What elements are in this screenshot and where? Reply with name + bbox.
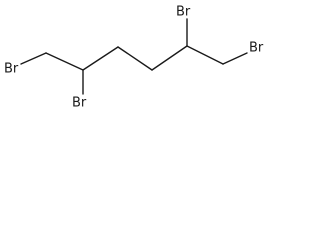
bond-c5-c6	[186, 45, 224, 65]
molecule-structure: Br Br Br Br	[4, 5, 264, 111]
bond-br1-c1	[20, 52, 47, 65]
bond-c3-c4	[117, 46, 153, 71]
bond-c6-br4	[222, 52, 248, 65]
bond-c4-c5	[151, 45, 188, 71]
bond-c1-c2	[45, 52, 84, 71]
bond-c2-c3	[82, 46, 119, 71]
atom-br2-label: Br	[72, 96, 87, 111]
atom-br1-label: Br	[4, 62, 19, 77]
atom-br4-label: Br	[249, 41, 264, 56]
atom-br3-label: Br	[176, 5, 191, 20]
